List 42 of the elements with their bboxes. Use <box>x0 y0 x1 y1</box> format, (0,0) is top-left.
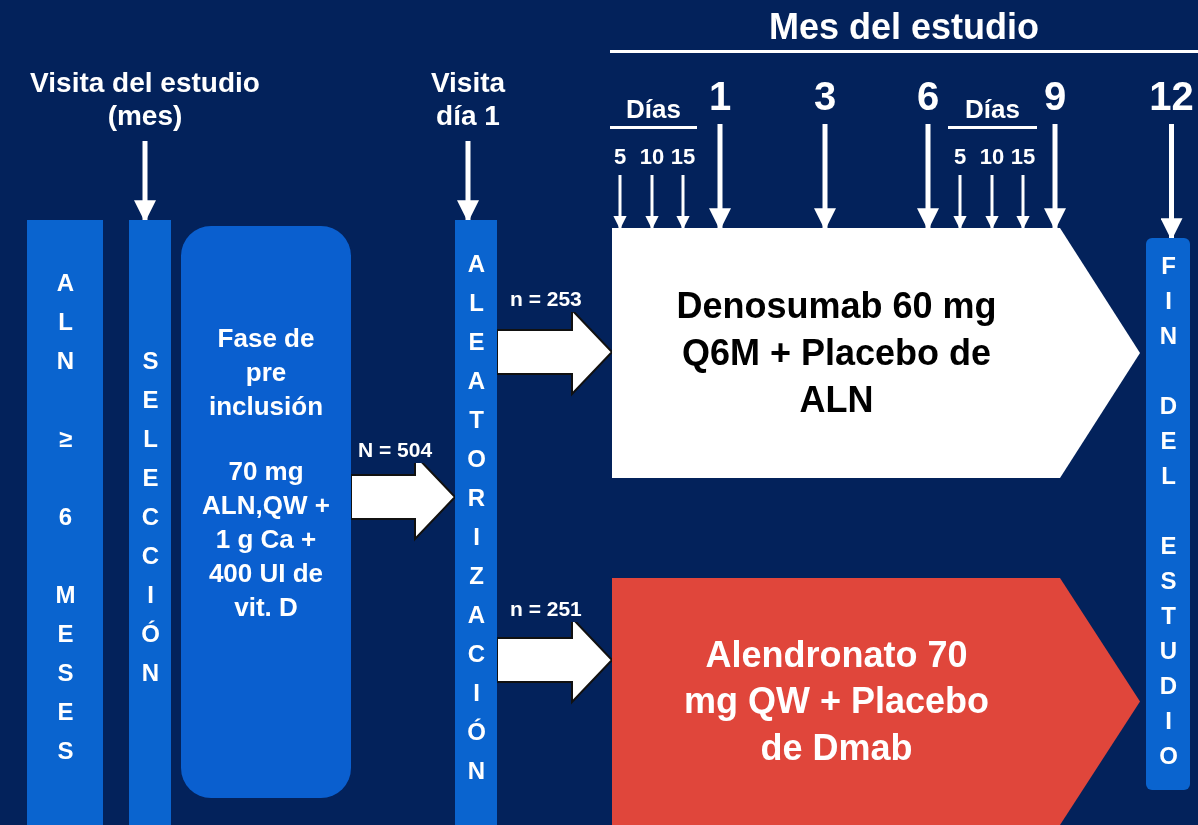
timeline-bar <box>129 220 171 825</box>
visit-heading: Visita día 1 <box>418 62 518 137</box>
down-arrow <box>985 175 999 230</box>
day-number: 5 <box>606 143 634 171</box>
day-number: 5 <box>946 143 974 171</box>
down-arrow <box>1016 175 1030 230</box>
vertical-label: ALN ≥ 6 MESES <box>53 269 77 776</box>
down-arrow <box>676 175 690 230</box>
timeline-bar <box>27 220 103 825</box>
arm-label: Alendronato 70 mg QW + Placebo de Dmab <box>682 632 991 770</box>
arm-label: Denosumab 60 mg Q6M + Placebo de ALN <box>675 283 998 422</box>
down-arrow <box>917 124 939 231</box>
down-arrow <box>134 141 156 223</box>
phase-details: 70 mg ALN,QW + 1 g Ca + 400 UI de vit. D <box>202 455 330 624</box>
day-number: 10 <box>637 143 667 171</box>
day-number: 10 <box>977 143 1007 171</box>
down-arrow <box>613 175 627 230</box>
timeline-bar <box>455 220 497 825</box>
phase-box <box>181 226 351 798</box>
days-heading: Días <box>610 93 697 129</box>
days-heading: Días <box>948 93 1037 129</box>
day-number: 15 <box>1008 143 1038 171</box>
down-arrow <box>953 175 967 230</box>
vertical-label: SELECCIÓN <box>138 347 162 698</box>
down-arrow <box>814 124 836 231</box>
month-number: 9 <box>1035 72 1075 120</box>
vertical-label: FIN DEL ESTUDIO <box>1156 251 1180 777</box>
down-arrow <box>645 175 659 230</box>
down-arrow <box>457 141 479 223</box>
month-number: 3 <box>805 72 845 120</box>
vertical-label: ALEATORIZACIÓN <box>464 249 488 796</box>
month-number: 1 <box>700 72 740 120</box>
month-number: 6 <box>908 72 948 120</box>
timeline-bar <box>1146 238 1190 790</box>
month-number: 12 <box>1145 72 1198 120</box>
down-arrow <box>1160 124 1183 241</box>
visit-heading: Visita del estudio (mes) <box>0 62 290 137</box>
phase-heading: Fase de pre inclusión <box>207 322 325 423</box>
down-arrow <box>1044 124 1066 231</box>
down-arrow <box>709 124 731 231</box>
day-number: 15 <box>668 143 698 171</box>
axis-heading: Mes del estudio <box>610 4 1198 53</box>
